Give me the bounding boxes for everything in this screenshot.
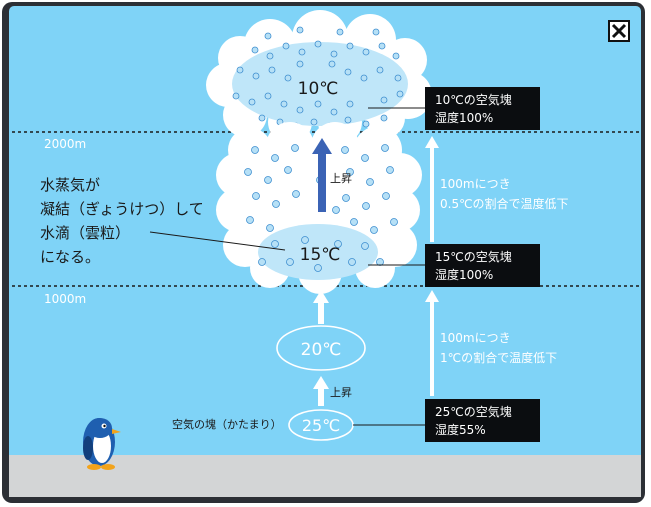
cloud-top-temp: 10℃ xyxy=(298,79,339,99)
parcel-ground-label: 空気の塊（かたまり） xyxy=(172,417,282,431)
penguin-icon xyxy=(83,418,121,470)
right-arrow-upper xyxy=(425,136,439,242)
info-box-top: 10℃の空気塊 湿度100% xyxy=(425,87,540,130)
cloud-bottom-temp: 15℃ xyxy=(300,245,341,265)
info-box-bottom-line-1: 25℃の空気塊 xyxy=(435,404,512,419)
condensation-line-2: 凝結（ぎょうけつ）して xyxy=(40,200,204,218)
right-arrow-lower xyxy=(425,290,439,396)
info-box-top-line-1: 10℃の空気塊 xyxy=(435,92,512,107)
rate-upper-line-2: 0.5℃の割合で温度低下 xyxy=(440,196,569,211)
rise-arrow-middle xyxy=(313,290,329,324)
info-box-mid: 15℃の空気塊 湿度100% xyxy=(425,244,540,287)
cloud-bottom-haze xyxy=(258,224,378,280)
close-button[interactable] xyxy=(608,20,630,42)
parcel-ground-temp: 25℃ xyxy=(302,416,340,435)
info-box-bottom-line-2: 湿度55% xyxy=(435,422,486,437)
rate-lower-line-1: 100mにつき xyxy=(440,331,511,345)
rate-upper-line-1: 100mにつき xyxy=(440,177,511,191)
condensation-pointer xyxy=(149,231,286,251)
cloud-top-haze xyxy=(232,42,408,126)
parcel-mid xyxy=(276,325,366,371)
info-box-mid-line-2: 湿度100% xyxy=(435,267,493,282)
condensation-line-3: 水滴（雲粒） xyxy=(40,224,130,242)
ground xyxy=(9,455,641,497)
altitude-label-1000: 1000m xyxy=(44,292,86,306)
condensation-line-1: 水蒸気が xyxy=(40,176,100,194)
rise-label-lower: 上昇 xyxy=(330,386,352,399)
condensation-line-4: になる。 xyxy=(40,248,100,266)
cloud-column-droplets xyxy=(244,144,398,272)
rise-label-upper: 上昇 xyxy=(330,172,352,185)
rise-arrow-lower xyxy=(313,376,329,406)
condensation-note: 水蒸気が 凝結（ぎょうけつ）して 水滴（雲粒） になる。 xyxy=(40,176,204,266)
rate-lower-line-2: 1℃の割合で温度低下 xyxy=(440,350,557,365)
rise-arrow-upper xyxy=(312,138,332,212)
parcel-mid-temp: 20℃ xyxy=(301,340,342,360)
altitude-label-2000: 2000m xyxy=(44,137,86,151)
info-box-top-line-2: 湿度100% xyxy=(435,110,493,125)
info-box-bottom: 25℃の空気塊 湿度55% xyxy=(425,399,540,442)
info-box-mid-line-1: 15℃の空気塊 xyxy=(435,249,512,264)
